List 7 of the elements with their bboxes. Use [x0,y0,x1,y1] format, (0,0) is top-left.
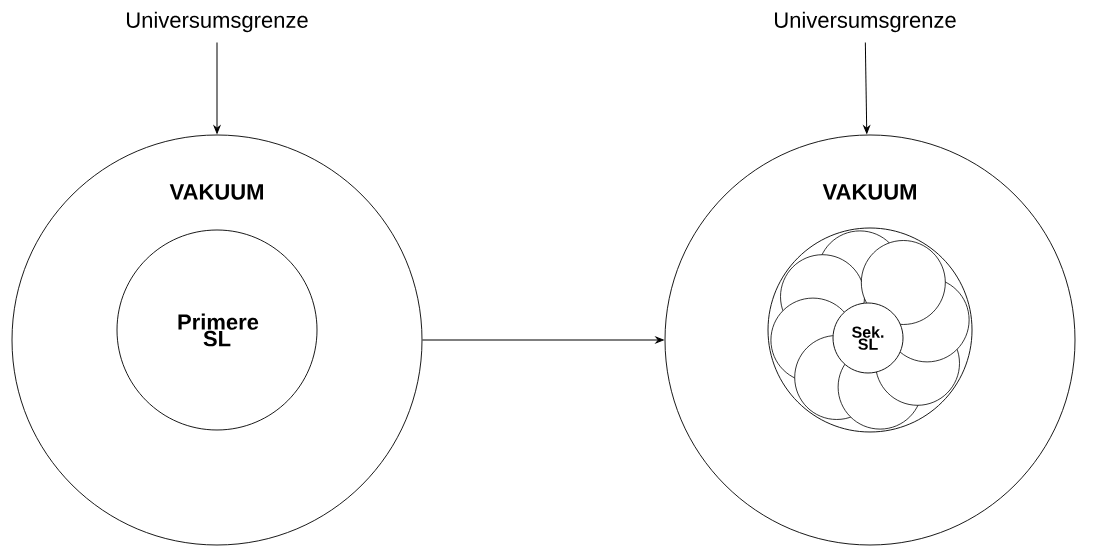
caption-text: Universumsgrenze [775,11,956,33]
arrow [421,336,664,344]
region-label: VAKUUM [169,184,263,200]
caption-text: Universumsgrenze [127,11,308,33]
arrow [863,41,870,134]
region-label: VAKUUM [822,184,916,200]
arrow [213,41,221,134]
